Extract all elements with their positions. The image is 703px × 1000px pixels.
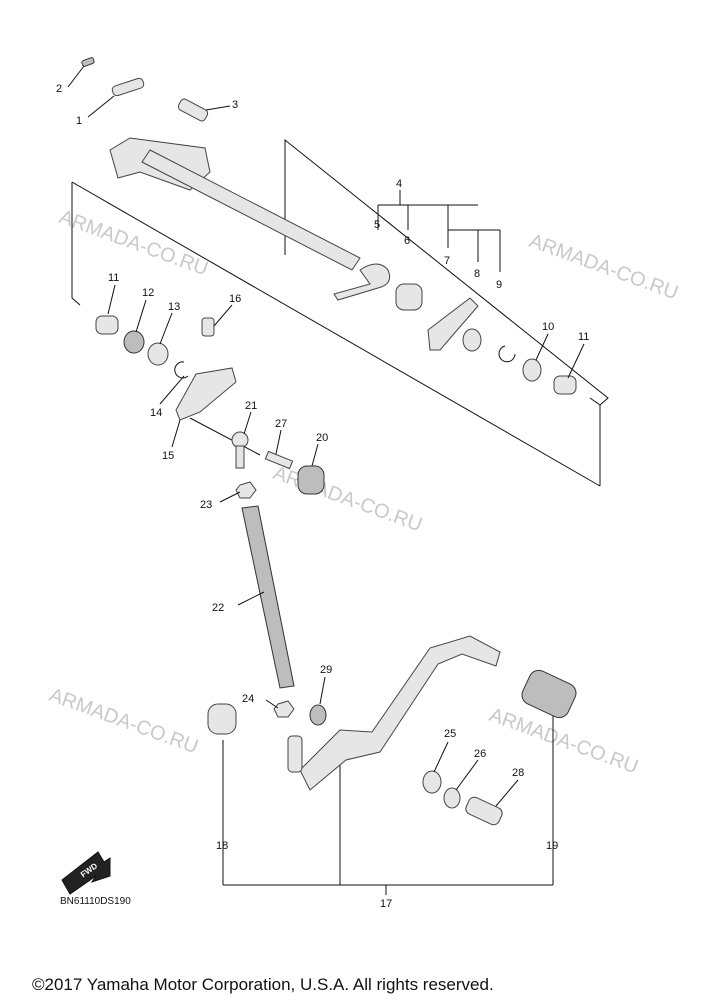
callout-1: 1 <box>76 115 82 127</box>
part-29-washer <box>309 704 327 726</box>
fwd-arrow-icon: FWD <box>61 851 111 895</box>
watermark-4: ARMADA-CO.RU <box>46 684 201 758</box>
callout-19: 19 <box>546 840 558 852</box>
callout-12: 12 <box>142 287 154 299</box>
callout-26: 26 <box>474 748 486 760</box>
part-22-rod <box>241 505 295 689</box>
part-21-stud <box>235 445 245 469</box>
callout-7: 7 <box>444 255 450 267</box>
callout-23: 23 <box>200 499 212 511</box>
part-3-pin <box>177 98 209 122</box>
callout-2: 2 <box>56 83 62 95</box>
part-18-joint <box>207 703 237 735</box>
part-7-plate <box>427 297 479 351</box>
callout-9: 9 <box>496 279 502 291</box>
part-20-damper <box>297 465 325 495</box>
part-26-circlip <box>443 787 461 809</box>
callout-24: 24 <box>242 693 254 705</box>
callout-22: 22 <box>212 602 224 614</box>
part-6-collar <box>395 283 423 311</box>
callout-16: 16 <box>229 293 241 305</box>
callout-6: 6 <box>404 235 410 247</box>
callout-8: 8 <box>474 268 480 280</box>
part-10-washer <box>522 358 542 382</box>
part-25-washer <box>422 770 442 794</box>
callout-5: 5 <box>374 219 380 231</box>
group-outline-bottom <box>189 417 261 456</box>
callout-13: 13 <box>168 301 180 313</box>
part-28-bolt <box>465 796 503 826</box>
part-23-nut <box>235 481 257 499</box>
callout-10: 10 <box>542 321 554 333</box>
part-shift-shaft <box>141 149 361 271</box>
diagram-code: BN61110DS190 <box>60 896 131 907</box>
callout-15: 15 <box>162 450 174 462</box>
part-19-rubber <box>521 669 577 719</box>
group-outline <box>71 182 81 306</box>
callout-18: 18 <box>216 840 228 852</box>
callout-11-right: 11 <box>578 331 589 343</box>
part-2-pin <box>81 57 95 67</box>
copyright-text: ©2017 Yamaha Motor Corporation, U.S.A. A… <box>32 975 494 994</box>
watermark-2: ARMADA-CO.RU <box>526 230 681 304</box>
part-12-seal <box>123 330 145 354</box>
group-outline-right <box>589 397 601 486</box>
part-11-bearing-left <box>95 315 119 335</box>
callout-3: 3 <box>232 99 238 111</box>
group-outline-top <box>71 181 601 487</box>
watermark-3: ARMADA-CO.RU <box>270 462 425 536</box>
part-15-arm <box>175 367 237 421</box>
bracket-4 <box>284 138 609 406</box>
callout-11-left: 11 <box>108 272 119 284</box>
bracket-17 <box>222 695 554 895</box>
parts <box>81 57 577 826</box>
leader-lines <box>67 65 585 807</box>
callout-29: 29 <box>320 664 332 676</box>
part-13-washer <box>147 342 169 366</box>
part-14-circlip <box>174 361 189 379</box>
part-9-circlip <box>498 345 516 363</box>
part-16-bolt <box>201 317 215 337</box>
callout-21: 21 <box>245 400 257 412</box>
callout-25: 25 <box>444 728 456 740</box>
part-24-nut <box>273 700 295 718</box>
callout-28: 28 <box>512 767 524 779</box>
part-17-stud <box>287 735 303 773</box>
callout-4: 4 <box>396 178 402 190</box>
part-5-spring <box>333 263 391 301</box>
callout-14: 14 <box>150 407 162 419</box>
part-8-washer <box>462 328 482 352</box>
part-1-spring <box>111 77 145 97</box>
callout-17: 17 <box>380 898 392 910</box>
callout-20: 20 <box>316 432 328 444</box>
part-11-bearing-right <box>553 375 577 395</box>
callout-27: 27 <box>275 418 287 430</box>
part-27-bolt <box>264 450 294 470</box>
part-17-pedal <box>299 635 501 791</box>
callouts: 1 2 3 4 5 6 7 8 9 10 11 11 12 13 14 15 1… <box>56 83 589 910</box>
